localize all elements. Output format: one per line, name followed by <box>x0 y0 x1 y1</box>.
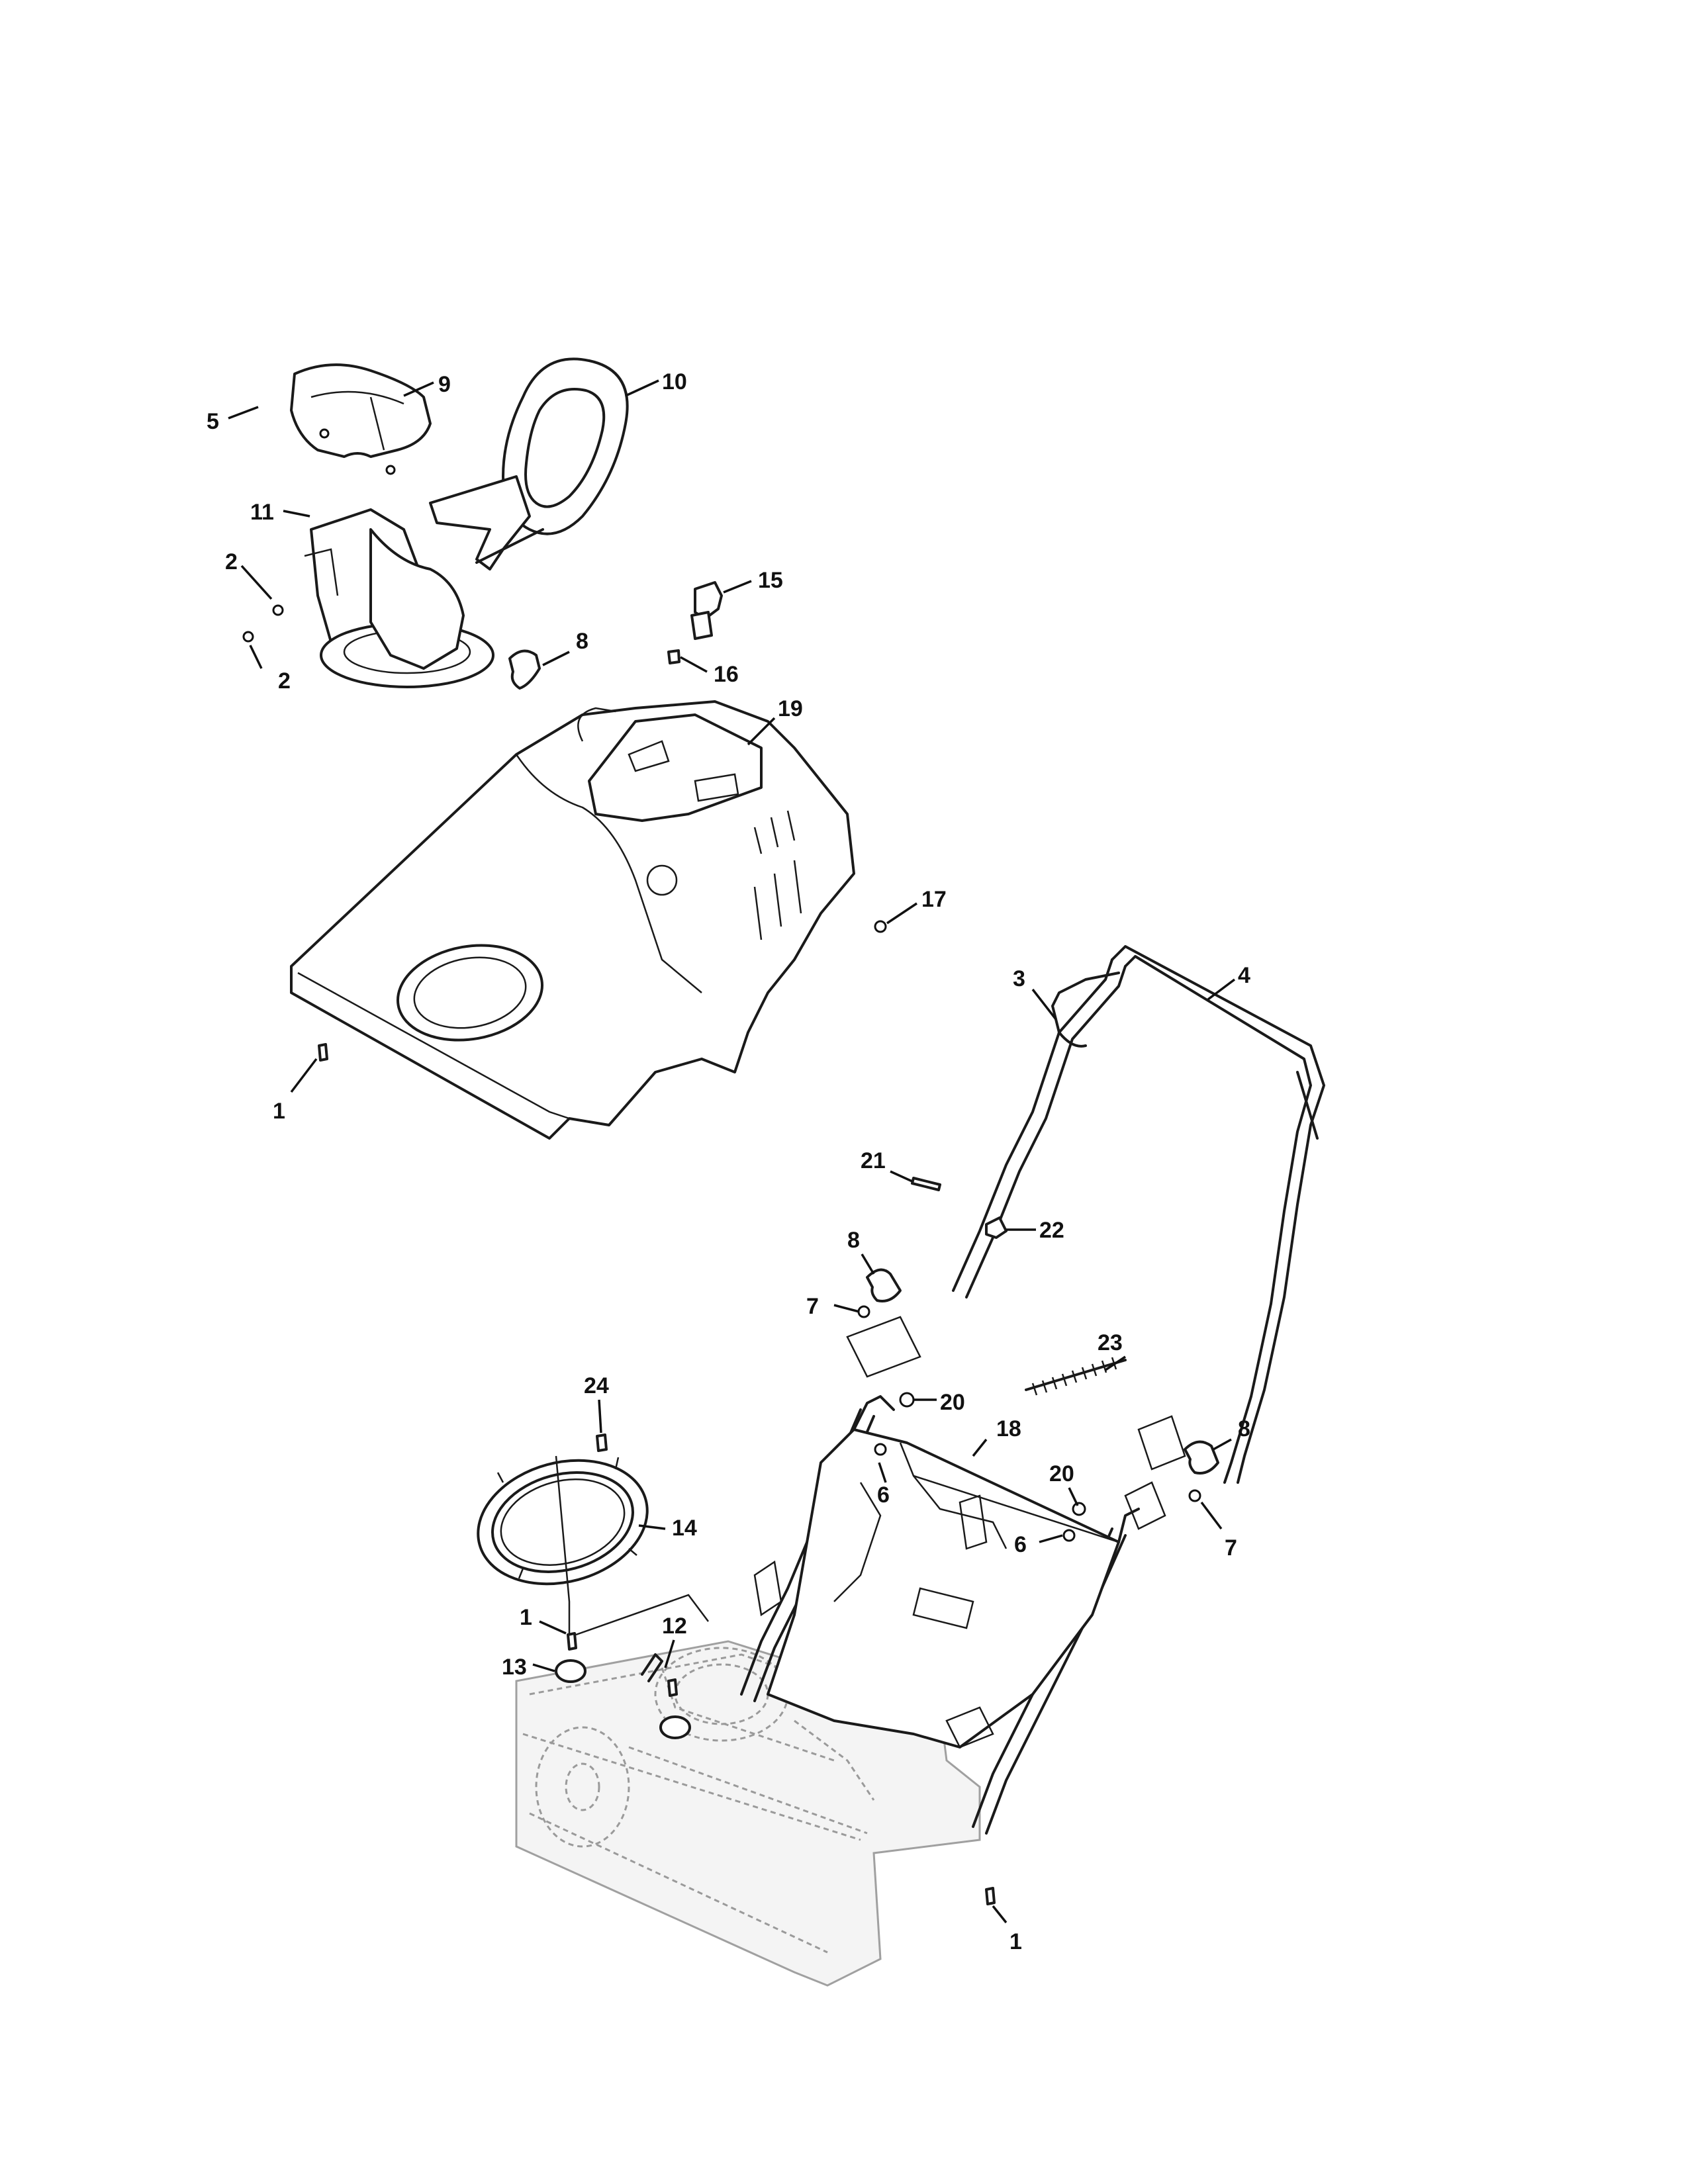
callout-11: 11 <box>250 500 274 525</box>
wing-nut-icon <box>508 649 541 690</box>
screw-icon <box>318 1043 328 1062</box>
callout-5: 5 <box>207 409 219 434</box>
callout-1: 1 <box>273 1099 285 1124</box>
bolt-icon <box>1072 1502 1086 1516</box>
callout-12: 12 <box>662 1614 687 1639</box>
callout-22: 22 <box>1039 1218 1064 1243</box>
handle-bracket-right <box>1137 1415 1186 1471</box>
wing-nut-icon <box>1184 1440 1219 1475</box>
assembly-line <box>575 1594 709 1636</box>
callout-6: 6 <box>877 1482 890 1508</box>
assembly-line <box>555 1455 571 1635</box>
auger-housing-ghost <box>515 1640 981 1987</box>
callout-21: 21 <box>861 1148 886 1173</box>
spring <box>1025 1357 1127 1396</box>
upper-handle <box>952 945 1325 1484</box>
callout-14: 14 <box>672 1516 697 1541</box>
handle-bracket-right-lower <box>1124 1481 1166 1530</box>
callout-16: 16 <box>714 662 739 687</box>
callout-23: 23 <box>1098 1330 1123 1355</box>
keeper-icon <box>555 1659 586 1683</box>
screw-icon <box>667 649 680 664</box>
callout-15: 15 <box>758 568 783 593</box>
lower-handle-frame <box>740 1395 1140 1835</box>
screw-icon <box>985 1887 996 1905</box>
callout-10: 10 <box>662 369 687 394</box>
wing-nut-icon <box>866 1268 902 1302</box>
bolt-icon <box>899 1392 915 1408</box>
callout-13: 13 <box>502 1655 527 1680</box>
callout-1: 1 <box>1009 1929 1022 1954</box>
callout-24: 24 <box>584 1373 609 1398</box>
callout-9: 9 <box>438 372 451 397</box>
nut-icon <box>1062 1529 1076 1542</box>
callout-20: 20 <box>940 1390 965 1415</box>
nut-icon <box>874 920 887 933</box>
leader-lines <box>228 379 1236 1924</box>
callout-17: 17 <box>921 887 947 912</box>
bail-lever <box>1051 972 1319 1140</box>
callout-20: 20 <box>1049 1461 1074 1486</box>
cable-tie-icon <box>911 1177 941 1191</box>
callout-6: 6 <box>1014 1532 1027 1557</box>
callout-7: 7 <box>806 1294 819 1319</box>
callout-3: 3 <box>1013 966 1025 991</box>
engine-shroud <box>290 700 855 1140</box>
callout-8: 8 <box>576 629 588 654</box>
bolt-icon <box>857 1305 870 1318</box>
callout-19: 19 <box>778 696 803 721</box>
callout-labels: 9 10 5 11 2 2 8 15 16 19 17 1 3 4 21 22 … <box>207 369 1250 1954</box>
callout-2: 2 <box>278 668 291 694</box>
chute-handle <box>429 357 629 570</box>
screw-icon <box>596 1433 608 1452</box>
bolt-icon <box>1188 1489 1201 1502</box>
callout-7: 7 <box>1225 1535 1237 1561</box>
keeper-icon <box>659 1715 691 1739</box>
callout-18: 18 <box>996 1416 1021 1441</box>
chute-deflector <box>290 363 432 475</box>
screw-icon <box>667 1678 678 1697</box>
callout-8: 8 <box>1238 1416 1250 1441</box>
push-rivet <box>690 581 723 640</box>
cable-guide-icon <box>985 1216 1008 1239</box>
callout-8: 8 <box>847 1228 860 1253</box>
callout-2: 2 <box>225 549 238 574</box>
callout-1: 1 <box>520 1605 532 1630</box>
screw-icon <box>567 1632 577 1651</box>
nut-icon <box>874 1443 887 1456</box>
discharge-chute <box>242 508 494 688</box>
callout-4: 4 <box>1238 963 1250 988</box>
cotter-pin-icon <box>641 1653 663 1682</box>
handle-bracket-left <box>846 1316 921 1378</box>
